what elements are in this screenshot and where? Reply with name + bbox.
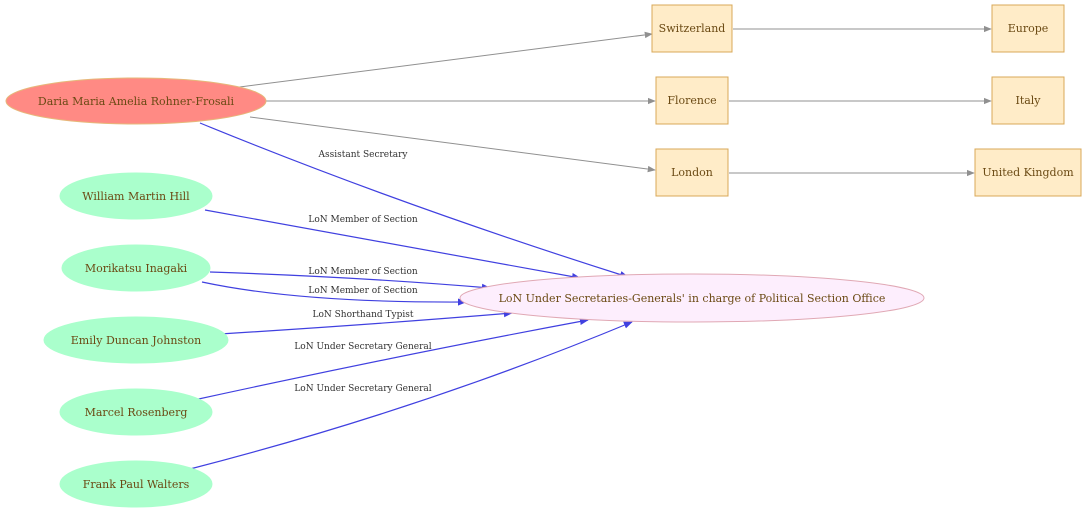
edge-rohner-london bbox=[249, 116, 656, 173]
node-florence[interactable]: Florence bbox=[655, 76, 729, 125]
node-rohner[interactable]: Daria Maria Amelia Rohner-Frosali bbox=[5, 77, 267, 125]
node-label: LoN Under Secretaries-Generals' in charg… bbox=[499, 292, 886, 305]
edge-label-rosenberg-office: LoN Under Secretary General bbox=[294, 342, 431, 352]
node-uk[interactable]: United Kingdom bbox=[974, 148, 1082, 197]
role-edges bbox=[189, 122, 633, 470]
node-rosenberg[interactable]: Marcel Rosenberg bbox=[59, 388, 213, 436]
node-label: Europe bbox=[1008, 22, 1049, 35]
node-switzerland[interactable]: Switzerland bbox=[651, 4, 733, 53]
node-hill[interactable]: William Martin Hill bbox=[59, 172, 213, 220]
edge-label-walters-office: LoN Under Secretary General bbox=[294, 384, 431, 394]
edge-inagaki-office-2 bbox=[201, 281, 467, 306]
node-europe[interactable]: Europe bbox=[991, 4, 1065, 53]
edge-hill-office bbox=[204, 209, 581, 281]
node-label: Italy bbox=[1015, 94, 1041, 107]
node-office[interactable]: LoN Under Secretaries-Generals' in charg… bbox=[459, 273, 925, 323]
edge-rohner-switzerland bbox=[231, 31, 653, 89]
node-label: Morikatsu Inagaki bbox=[85, 262, 188, 275]
edge-label-inagaki-office-1: LoN Member of Section bbox=[308, 267, 418, 277]
node-label: Emily Duncan Johnston bbox=[71, 334, 201, 347]
edge-label-johnston-office: LoN Shorthand Typist bbox=[313, 310, 414, 320]
node-label: Marcel Rosenberg bbox=[85, 406, 188, 419]
edge-label-hill-office: LoN Member of Section bbox=[308, 215, 418, 225]
edge-label-rohner-office: Assistant Secretary bbox=[317, 150, 408, 160]
edge-walters-office bbox=[189, 321, 633, 470]
node-walters[interactable]: Frank Paul Walters bbox=[59, 460, 213, 508]
edge-labels: Assistant Secretary LoN Member of Sectio… bbox=[294, 150, 431, 394]
node-inagaki[interactable]: Morikatsu Inagaki bbox=[61, 244, 211, 292]
edge-inagaki-office-1 bbox=[209, 271, 491, 291]
edge-label-inagaki-office-2: LoN Member of Section bbox=[308, 286, 418, 296]
node-london[interactable]: London bbox=[655, 148, 729, 197]
edge-rohner-office bbox=[199, 122, 629, 278]
node-label: United Kingdom bbox=[982, 166, 1074, 179]
node-label: Daria Maria Amelia Rohner-Frosali bbox=[38, 95, 235, 108]
node-label: William Martin Hill bbox=[82, 190, 190, 203]
node-label: London bbox=[671, 166, 713, 179]
node-label: Frank Paul Walters bbox=[83, 478, 190, 491]
edge-rosenberg-office bbox=[193, 317, 589, 401]
edge-johnston-office bbox=[219, 310, 513, 335]
place-edges bbox=[231, 25, 992, 177]
node-johnston[interactable]: Emily Duncan Johnston bbox=[43, 316, 229, 364]
node-label: Florence bbox=[667, 94, 716, 107]
node-italy[interactable]: Italy bbox=[991, 76, 1065, 125]
node-label: Switzerland bbox=[659, 22, 726, 35]
